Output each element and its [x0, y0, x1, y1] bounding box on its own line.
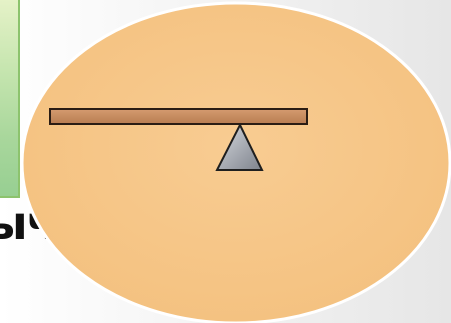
lever-beam: [50, 109, 307, 124]
